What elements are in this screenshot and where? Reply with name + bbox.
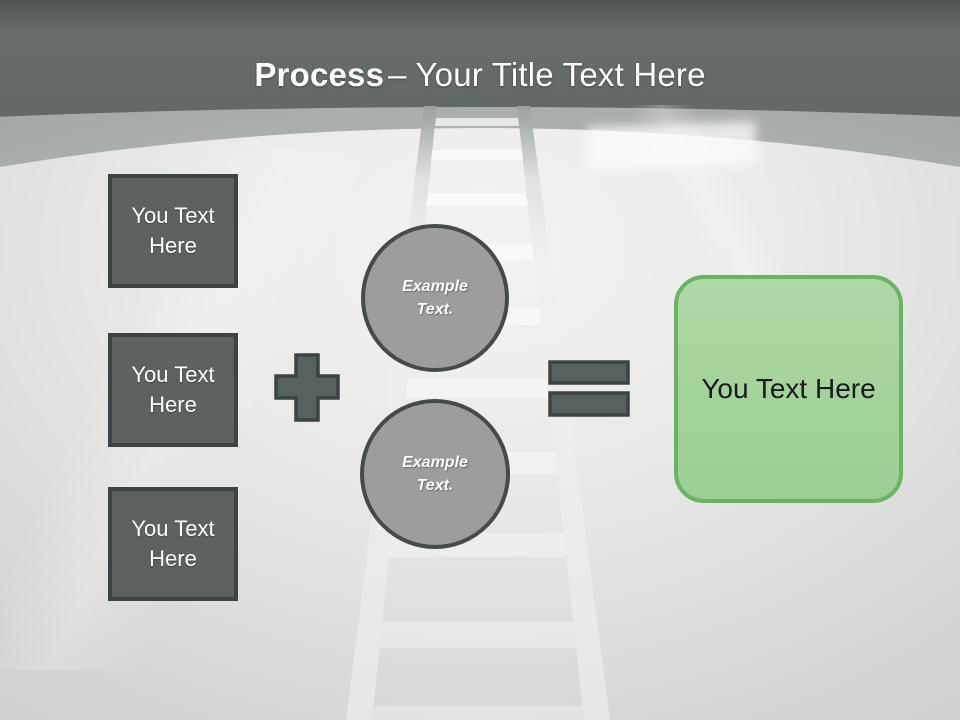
example-circle-1: Example Text. [361, 224, 509, 372]
example-circle-2-line1: Example [402, 454, 468, 471]
input-box-1: You Text Here [108, 174, 238, 288]
result-box: You Text Here [674, 275, 903, 503]
example-circle-1-line2: Text. [416, 301, 454, 318]
equals-icon [548, 360, 630, 417]
input-box-3: You Text Here [108, 487, 238, 601]
result-box-label: You Text Here [701, 373, 876, 404]
input-box-3-line2: Here [149, 546, 197, 571]
title-keyword: Process [254, 56, 385, 93]
input-box-2: You Text Here [108, 333, 238, 447]
input-box-2-line2: Here [149, 392, 197, 417]
example-circle-2: Example Text. [360, 399, 510, 549]
plus-icon [274, 353, 340, 422]
example-circle-2-line2: Text. [416, 477, 454, 494]
slide-title: Process– Your Title Text Here [0, 56, 960, 94]
title-text: – Your Title Text Here [388, 56, 706, 93]
input-box-2-line1: You Text [131, 362, 215, 387]
input-box-1-line2: Here [149, 233, 197, 258]
input-box-1-line1: You Text [131, 203, 215, 228]
example-circle-1-line1: Example [402, 278, 468, 295]
input-box-3-line1: You Text [131, 516, 215, 541]
